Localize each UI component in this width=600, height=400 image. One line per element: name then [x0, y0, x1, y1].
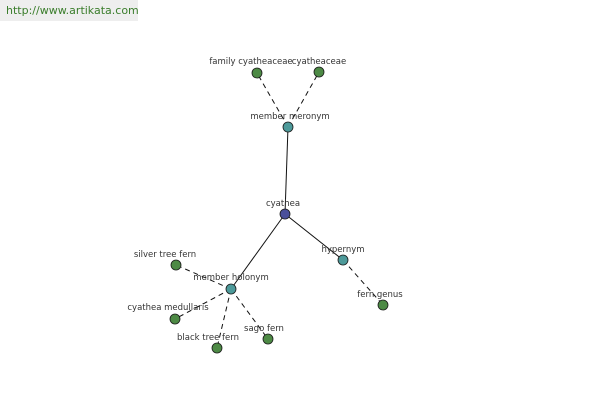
leaf-label-family-cyatheaceae[interactable]: family cyatheaceae	[209, 57, 292, 67]
edge-hypernym-fern-genus	[342, 259, 384, 306]
edge-member-holonym-cyathea-medullaris	[174, 288, 232, 320]
leaf-node-cyathea-medullaris[interactable]	[169, 313, 181, 325]
edge-cyathea-hypernym	[284, 213, 344, 261]
edge-member-meronym-cyatheaceae	[287, 71, 320, 128]
relation-node-member-meronym[interactable]	[282, 121, 294, 133]
leaf-label-sago-fern[interactable]: sago fern	[244, 324, 284, 334]
edge-member-holonym-black-tree-fern	[216, 288, 232, 349]
leaf-label-fern-genus[interactable]: fern genus	[357, 290, 403, 300]
leaf-node-fern-genus[interactable]	[377, 299, 389, 311]
center-node-cyathea[interactable]	[279, 208, 291, 220]
leaf-node-black-tree-fern[interactable]	[211, 342, 223, 354]
edge-member-holonym-sago-fern	[230, 288, 269, 340]
watermark-link-text: http://www.artikata.com	[6, 4, 139, 17]
leaf-label-cyathea-medullaris[interactable]: cyathea medullaris	[127, 303, 209, 313]
center-label-cyathea[interactable]: cyathea	[266, 199, 300, 209]
leaf-node-silver-tree-fern[interactable]	[170, 259, 182, 271]
watermark-banner: http://www.artikata.com	[0, 0, 139, 21]
leaf-node-cyatheaceae[interactable]	[313, 66, 325, 78]
relation-label-member-holonym[interactable]: member holonym	[193, 273, 268, 283]
relation-label-member-meronym[interactable]: member meronym	[250, 112, 329, 122]
relation-label-hypernym[interactable]: hypernym	[321, 245, 364, 255]
edge-member-holonym-silver-tree-fern	[175, 264, 232, 290]
relation-node-member-holonym[interactable]	[225, 283, 237, 295]
leaf-label-cyatheaceae[interactable]: cyatheaceae	[292, 57, 346, 67]
leaf-node-sago-fern[interactable]	[262, 333, 274, 345]
leaf-label-black-tree-fern[interactable]: black tree fern	[177, 333, 239, 343]
edge-member-meronym-family-cyatheaceae	[256, 72, 289, 128]
edge-cyathea-member-holonym	[230, 213, 286, 290]
leaf-label-silver-tree-fern[interactable]: silver tree fern	[134, 250, 196, 260]
edge-cyathea-member-meronym	[284, 126, 289, 215]
leaf-node-family-cyatheaceae[interactable]	[251, 67, 263, 79]
relation-node-hypernym[interactable]	[337, 254, 349, 266]
